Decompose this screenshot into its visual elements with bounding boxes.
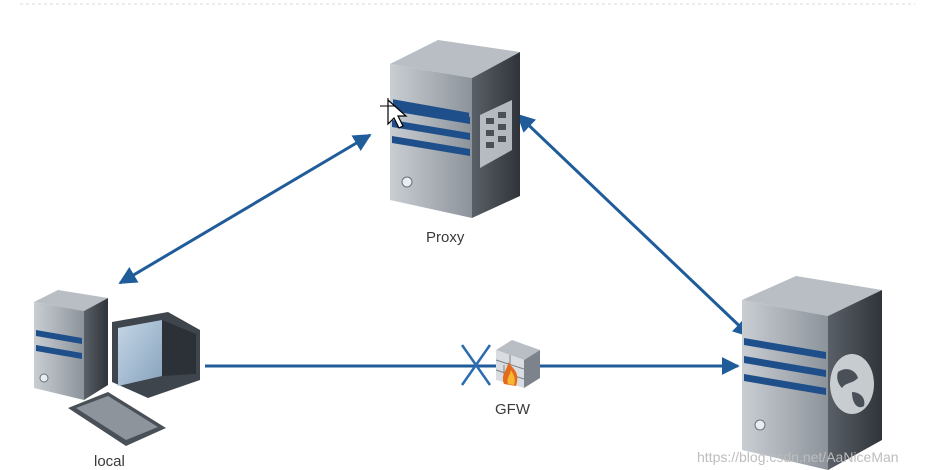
proxy-server-icon — [390, 40, 520, 218]
mouse-cursor-icon — [380, 98, 408, 129]
firewall-brick-icon — [495, 340, 540, 388]
arrow-proxy-remote — [516, 113, 752, 338]
keyboard-icon — [68, 392, 166, 446]
blocked-x-mark — [460, 344, 492, 386]
local-computer-icon — [34, 290, 200, 446]
connections — [118, 113, 752, 386]
monitor-icon — [112, 312, 200, 398]
gfw-label: GFW — [495, 401, 531, 418]
proxy-label: Proxy — [426, 229, 465, 246]
local-label: local — [94, 453, 125, 470]
watermark-text: https://blog.csdn.net/AaNiceMan — [697, 449, 899, 465]
arrow-local-proxy — [118, 133, 372, 285]
remote-server-icon — [742, 276, 882, 470]
globe-icon — [830, 354, 874, 414]
